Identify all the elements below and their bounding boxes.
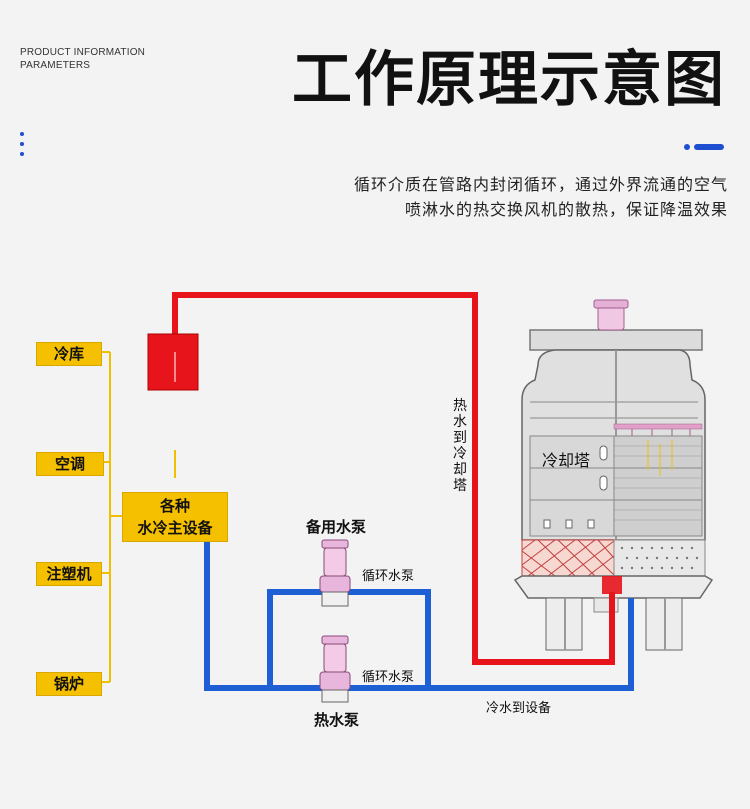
- description-line2: 喷淋水的热交换风机的散热，保证降温效果: [404, 200, 728, 219]
- circ-pump-lower-label: 循环水泵: [362, 670, 415, 685]
- page-title: 工作原理示意图: [292, 45, 726, 115]
- circ-pump-upper-label: 循环水泵: [362, 569, 415, 584]
- hot-water-pipe: [172, 292, 615, 665]
- cooling-tower-label: 冷却塔: [542, 451, 591, 470]
- main-device-line1: 各种: [159, 497, 190, 515]
- equipment-item-boiler: 锅炉: [36, 672, 102, 696]
- hot-to-tower-label: 热水到冷却塔: [453, 398, 467, 494]
- horizontal-dots-decoration: [684, 144, 724, 150]
- circulation-pump: [319, 635, 351, 703]
- main-device-box: 各种 水冷主设备: [122, 492, 228, 542]
- backup-pump-label: 备用水泵: [306, 518, 367, 536]
- equipment-item-air-conditioner: 空调: [36, 452, 104, 476]
- description-line1: 循环介质在管路内封闭循环，通过外界流通的空气: [353, 175, 728, 194]
- equipment-item-cold-storage: 冷库: [36, 342, 102, 366]
- description: 循环介质在管路内封闭循环，通过外界流通的空气 喷淋水的热交换风机的散热，保证降温…: [354, 172, 728, 222]
- cold-to-device-label: 冷水到设备: [486, 701, 552, 716]
- main-device-line2: 水冷主设备: [137, 519, 213, 537]
- backup-pump: [319, 539, 351, 607]
- equipment-item-injection-molding: 注塑机: [36, 562, 102, 586]
- section-tag-line1: PRODUCT INFORMATION: [20, 47, 146, 58]
- vertical-dots-decoration: [20, 132, 26, 162]
- section-tag-line2: PARAMETERS: [20, 60, 91, 71]
- hot-water-tank: [147, 333, 199, 391]
- hot-water-pump-label: 热水泵: [314, 711, 360, 729]
- section-tag: PRODUCT INFORMATION PARAMETERS: [20, 46, 145, 72]
- cooling-tower: [513, 299, 714, 651]
